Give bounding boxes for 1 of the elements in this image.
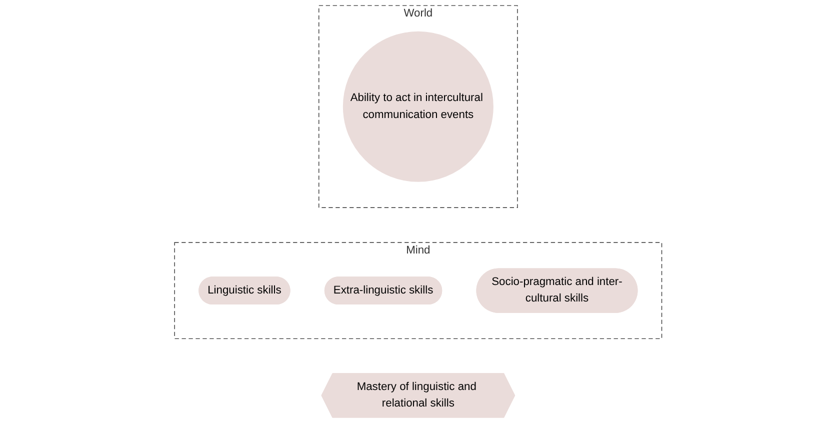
node-circle: Ability to act in intercultural communication events bbox=[342, 31, 494, 182]
